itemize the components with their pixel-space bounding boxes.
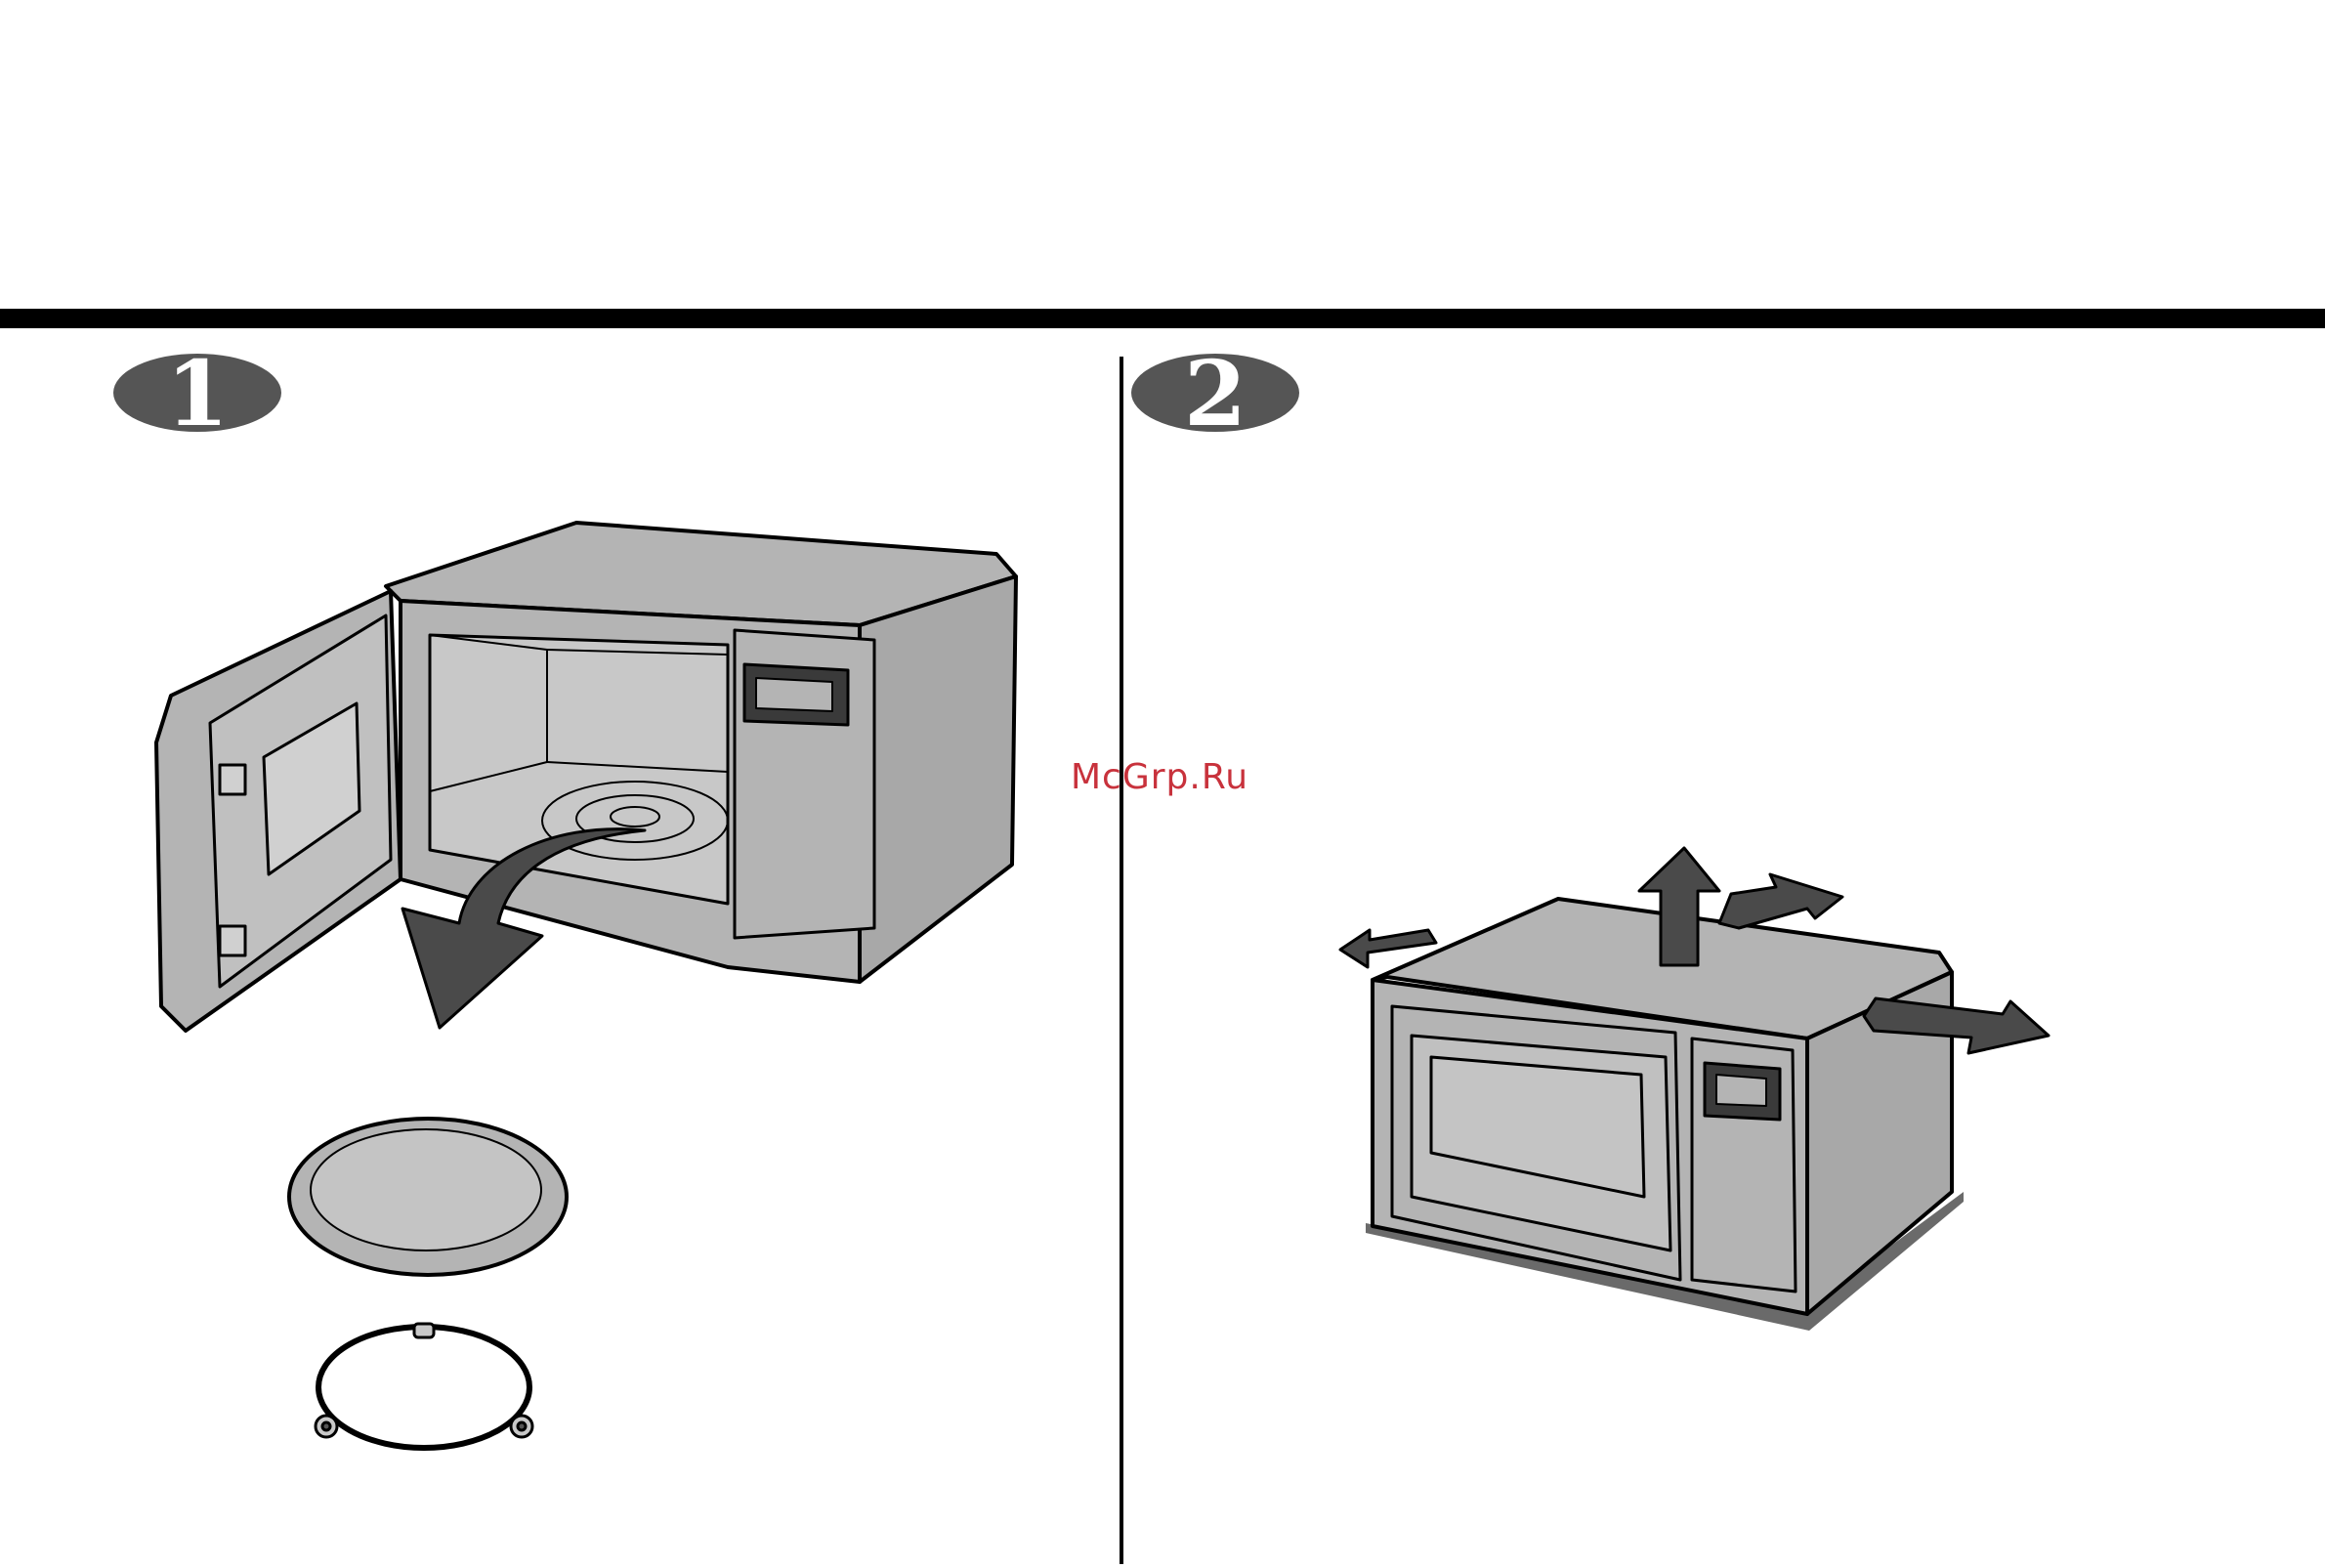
step-1-number: 1 [166,341,229,446]
step-2-number: 2 [1184,341,1247,446]
watermark-text: McGrp.Ru [1071,757,1248,797]
roller-ring-illustration [316,1324,532,1448]
microwave-clearance-illustration [1340,848,2049,1331]
step-2-badge: 2 [1131,341,1299,446]
clearance-back-arrow-icon [1719,874,1842,928]
step-1-badge: 1 [113,341,281,446]
header-rule [0,309,2325,328]
glass-tray-illustration [289,1119,567,1275]
microwave-open-illustration [156,523,1016,1031]
column-divider [1120,357,1123,1564]
